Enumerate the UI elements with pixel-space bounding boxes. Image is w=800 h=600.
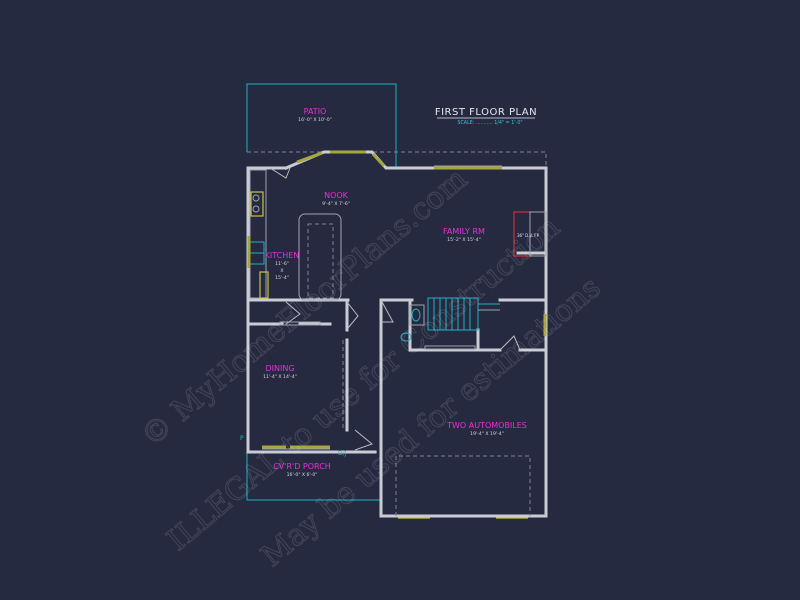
kitchen-label: KITCHEN [265, 251, 300, 260]
kitchen-counters [247, 169, 269, 299]
family-room-dims: 15'-2" X 15'-4" [447, 237, 481, 243]
powder-room [400, 304, 425, 342]
garage-label: TWO AUTOMOBILES [446, 421, 527, 430]
fireplace-label: 36" D.V. FP [517, 233, 540, 238]
title-block: FIRST FLOOR PLAN SCALE: ........... 1/4"… [435, 107, 537, 126]
nook-dims: 9'-4" X 7'-6" [322, 201, 350, 207]
kitchen-dims-3: 15'-4" [275, 275, 289, 281]
kitchen-dims-2: X [280, 268, 283, 274]
plan-title: FIRST FLOOR PLAN [435, 107, 537, 118]
garage-dims: 19'-4" X 19'-4" [470, 431, 504, 437]
nook-bay-windows [296, 150, 502, 170]
family-room-label: FAMILY RM [443, 227, 485, 236]
stairs [427, 297, 500, 331]
patio-outline [246, 83, 547, 168]
dining-windows: P D/J [240, 314, 547, 457]
doors [269, 167, 521, 451]
porch-dims: 16'-0" X 6'-0" [287, 472, 318, 478]
patio-label: PATIO [304, 107, 327, 116]
watermarks: © MyHomeFloorPlans.com ILLEGAL to use fo… [134, 161, 608, 575]
dining-label: DINING [265, 364, 294, 373]
kitchen-island [298, 213, 342, 301]
fireplace: 36" D.V. FP [513, 211, 547, 257]
left-marker: P [240, 435, 244, 442]
garage-door [395, 455, 531, 519]
dining-dims: 11'-4" X 14'-4" [263, 374, 297, 380]
kitchen-dims-1: 11'-6" [275, 261, 289, 267]
porch-label: CV'R'D PORCH [273, 462, 331, 471]
plan-scale: SCALE: ........... 1/4" = 1'-0" [457, 120, 522, 126]
door-tag: D/J [338, 450, 347, 457]
nook-label: NOOK [324, 191, 349, 200]
patio-dims: 16'-0" X 10'-0" [298, 117, 332, 123]
room-labels: PATIO 16'-0" X 10'-0" NOOK 9'-4" X 7'-6"… [263, 107, 527, 478]
